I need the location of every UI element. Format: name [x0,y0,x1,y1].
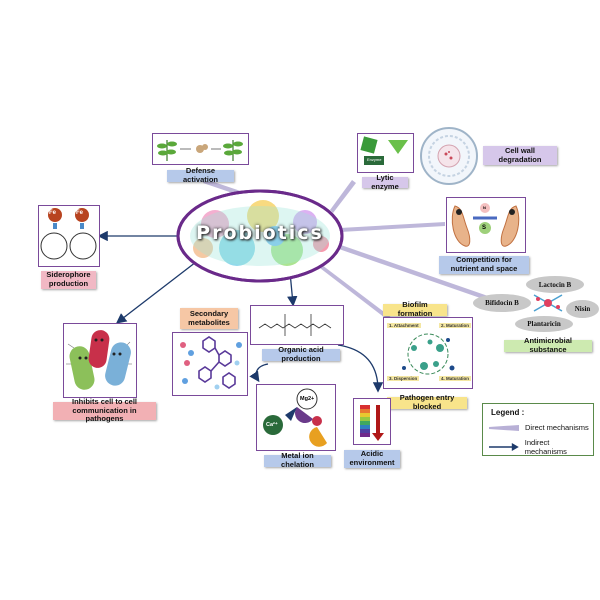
chelation-icon [263,388,327,447]
competition-label: Competition for nutrient and space [439,256,529,274]
probiotics-center [176,189,344,283]
direct-connector-lytic [330,180,356,213]
metal-chelation-label: Metal ion chelation [264,452,331,469]
inhibits-communication-panel [63,323,137,398]
indirect-mechanism-swatch-icon [489,443,519,451]
plant-icon [157,140,243,161]
bacteriocin-bifidocin: Bifidocin B [473,294,531,312]
enzyme-icon [360,136,408,165]
arrow-to-inhibits [115,261,197,324]
indirect-mechanism-arrows [97,230,384,393]
probiotics-title: Probiotics [196,222,324,244]
direct-connector-biofilm [316,262,392,321]
competition-panel: N S [446,197,526,253]
siderophore-icon [40,208,97,260]
defense-activation-panel [152,133,249,165]
legend-title: Legend : [491,408,525,417]
metal-chelation-panel: Mg2+ Ca²⁺ [256,384,336,451]
ph-scale-icon [360,405,384,441]
cell-wall-icon [420,127,478,185]
acidic-environment-panel [353,398,391,445]
biofilm-step-1: 1. Attachment [387,323,421,328]
direct-connector-competition [340,222,445,232]
biofilm-step-2: 2. Maturation [439,323,472,328]
bacteriocin-nisin: Nisin [566,300,599,318]
biofilm-step-3: 3. Dispersion [387,376,420,381]
biofilm-cycle-icon [402,333,455,375]
secondary-metabolites-label: Secondary metabolites [180,308,238,329]
acidic-environment-label: Acidic environment [344,450,400,468]
bacteriocin-plantaricin: Plantaricin [515,316,573,332]
biofilm-step-4: 4. Maturation [439,376,472,381]
direct-mechanism-swatch-icon [489,424,519,431]
ca-text: Ca²⁺ [266,422,278,428]
siderophore-panel: Fe Fe [38,205,100,267]
biofilm-label: Biofilm formation [383,301,447,318]
fe-text-1: Fe [49,210,57,216]
legend-direct: Direct mechanisms [489,423,589,432]
pathogen-entry-label: Pathogen entry blocked [387,394,467,411]
secondary-metabolites-panel [172,332,248,396]
bacteriocin-molecule-icon [533,294,563,312]
biofilm-panel: 1. Attachment 2. Maturation 3. Dispersio… [383,317,473,389]
defense-activation-label: Defense activation [167,167,234,184]
siderophore-label: Siderophore production [41,271,96,289]
cell-wall-label: Cell wall degradation [483,146,557,165]
legend-box: Legend : Direct mechanisms Indirect mech… [482,403,594,456]
bacteria-competition-icon [451,203,520,247]
legend-indirect: Indirect mechanisms [489,438,593,456]
organic-acid-label: Organic acid production [262,346,340,363]
mg-text: Mg2+ [300,396,315,402]
organic-acid-panel [250,305,344,345]
bacteriocin-lactocin: Lactocin B [526,276,584,293]
lytic-enzyme-panel: Enzyme [357,133,414,173]
organic-acid-structure-icon [258,314,332,336]
arrow-to-acidic [337,344,384,393]
legend-indirect-text: Indirect mechanisms [524,438,567,456]
enzyme-text: Enzyme [367,157,382,162]
inhibits-communication-label: Inhibits cell to cell communication in p… [53,397,156,423]
arrow-to-chelation [249,363,269,383]
pathogen-bacteria-icon [66,330,132,390]
fe-text-2: Fe [76,210,84,216]
direct-connector-antimicrobial [336,244,488,300]
antimicrobial-label: Antimicrobial substance [504,337,592,354]
metabolite-molecules-icon [180,336,242,390]
legend-direct-text: Direct mechanisms [525,423,589,432]
n-text: N [483,205,486,210]
s-text: S [482,225,487,231]
lytic-enzyme-label: Lytic enzyme [362,173,408,190]
